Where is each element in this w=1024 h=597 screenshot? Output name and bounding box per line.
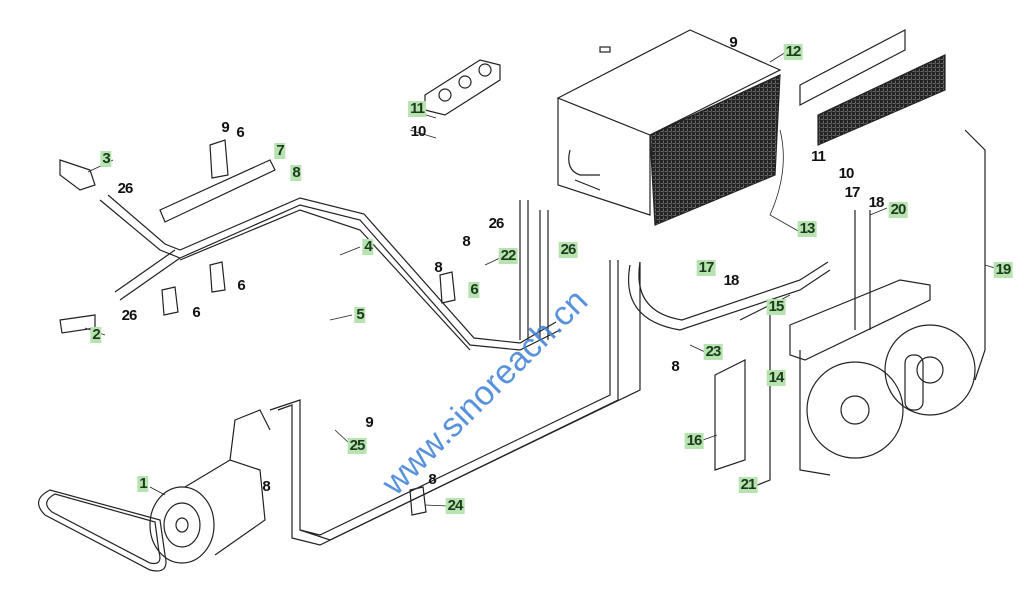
callout-8: 8 xyxy=(671,358,679,375)
callout-25: 25 xyxy=(347,437,367,454)
callout-11: 11 xyxy=(408,100,426,117)
callout-6: 6 xyxy=(192,304,200,321)
callout-6: 6 xyxy=(468,281,480,298)
callout-26: 26 xyxy=(488,215,505,232)
callout-26: 26 xyxy=(558,241,578,258)
callout-15: 15 xyxy=(766,298,786,315)
callout-6: 6 xyxy=(237,277,245,294)
brackets xyxy=(59,129,986,516)
callout-6: 6 xyxy=(236,124,244,141)
callout-1: 1 xyxy=(137,475,149,492)
callout-16: 16 xyxy=(684,432,704,449)
callout-22: 22 xyxy=(498,247,518,264)
control-panel xyxy=(424,59,501,116)
refrigerant-pipes xyxy=(99,159,831,546)
callout-2: 2 xyxy=(90,326,102,343)
callout-17: 17 xyxy=(696,259,716,276)
evaporator-unit xyxy=(556,29,782,226)
callout-8: 8 xyxy=(462,233,470,250)
callout-10: 10 xyxy=(410,123,427,140)
callout-13: 13 xyxy=(797,220,817,237)
callout-10: 10 xyxy=(838,165,855,182)
callout-18: 18 xyxy=(723,272,740,289)
callout-3: 3 xyxy=(100,150,112,167)
callout-8: 8 xyxy=(428,471,436,488)
callout-9: 9 xyxy=(365,414,373,431)
callout-12: 12 xyxy=(783,43,803,60)
callout-24: 24 xyxy=(445,497,465,514)
callout-11: 11 xyxy=(811,148,826,165)
callout-26: 26 xyxy=(117,180,134,197)
callout-9: 9 xyxy=(729,34,737,51)
filter-panels xyxy=(799,29,946,146)
callout-26: 26 xyxy=(121,307,138,324)
callout-8: 8 xyxy=(290,164,302,181)
callout-18: 18 xyxy=(868,194,885,211)
callout-9: 9 xyxy=(221,119,229,136)
condenser-fans xyxy=(789,210,976,476)
compressor xyxy=(149,409,271,564)
callout-4: 4 xyxy=(362,238,374,255)
callout-7: 7 xyxy=(274,142,286,159)
callout-19: 19 xyxy=(993,261,1013,278)
callout-17: 17 xyxy=(844,184,861,201)
callout-23: 23 xyxy=(703,343,723,360)
drive-belt xyxy=(38,489,167,572)
callout-8: 8 xyxy=(262,478,270,495)
callout-20: 20 xyxy=(888,201,908,218)
callout-21: 21 xyxy=(738,476,758,493)
callout-5: 5 xyxy=(354,306,366,323)
callout-14: 14 xyxy=(766,369,786,386)
callout-8: 8 xyxy=(434,259,442,276)
